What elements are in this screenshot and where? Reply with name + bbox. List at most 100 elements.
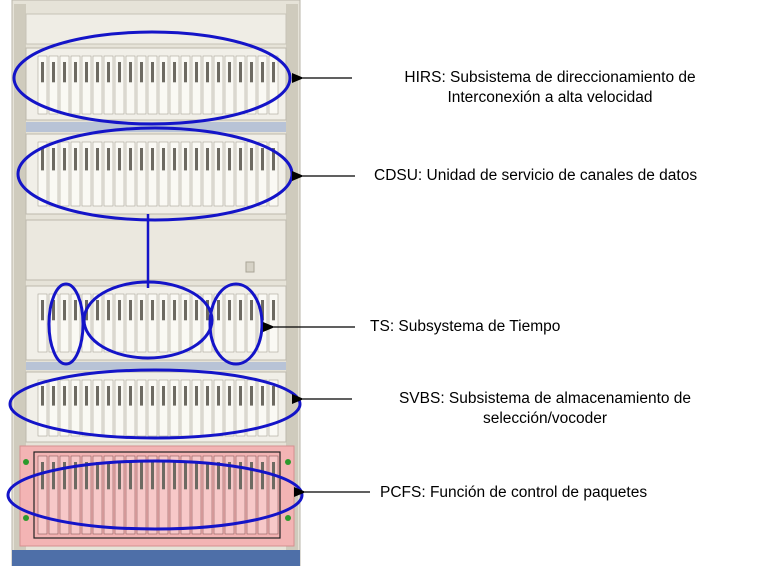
card-slot — [147, 379, 158, 437]
card-slot — [81, 379, 92, 437]
card-marking — [74, 62, 77, 83]
card-slot — [103, 55, 114, 115]
card-marking — [162, 386, 165, 406]
card-marking — [261, 462, 264, 490]
card-marking — [85, 148, 88, 171]
card-slot — [235, 379, 246, 437]
card-slot — [125, 141, 136, 207]
hirs-text-line2: Interconexión a alta velocidad — [447, 89, 653, 106]
card-slot — [158, 455, 169, 535]
card-marking — [41, 462, 44, 490]
card-marking — [118, 386, 121, 406]
card-slot — [202, 55, 213, 115]
card-marking — [96, 148, 99, 171]
card-slot — [213, 141, 224, 207]
card-marking — [206, 462, 209, 490]
card-marking — [184, 386, 187, 406]
card-marking — [129, 148, 132, 171]
card-marking — [239, 148, 242, 171]
card-slot — [180, 141, 191, 207]
card-marking — [228, 300, 231, 321]
card-marking — [195, 462, 198, 490]
card-marking — [151, 62, 154, 83]
card-marking — [217, 148, 220, 171]
card-marking — [118, 62, 121, 83]
card-marking — [261, 300, 264, 321]
card-slot — [235, 141, 246, 207]
card-slot — [48, 455, 59, 535]
card-slot — [158, 379, 169, 437]
ts-highlight-right — [208, 282, 264, 366]
card-marking — [261, 62, 264, 83]
pcfs-abbr: PCFS — [380, 484, 422, 501]
card-slot — [213, 455, 224, 535]
card-marking — [162, 148, 165, 171]
card-slot — [147, 293, 158, 353]
card-slot — [92, 293, 103, 353]
card-slot — [92, 141, 103, 207]
card-slot — [268, 455, 279, 535]
card-marking — [162, 62, 165, 83]
hirs-shelf — [25, 13, 287, 121]
card-slot — [37, 293, 48, 353]
middle-panel — [25, 219, 287, 281]
card-marking — [195, 62, 198, 83]
card-slot — [158, 141, 169, 207]
card-slot — [169, 455, 180, 535]
card-slot — [114, 455, 125, 535]
cdsu-abbr: CDSU — [374, 167, 418, 184]
card-marking — [41, 300, 44, 321]
card-marking — [96, 300, 99, 321]
card-slot — [136, 141, 147, 207]
card-slot — [224, 379, 235, 437]
card-slot — [158, 55, 169, 115]
card-marking — [74, 462, 77, 490]
card-slot — [257, 141, 268, 207]
ts-highlight-center — [82, 280, 214, 360]
hirs-highlight — [12, 30, 292, 126]
card-marking — [184, 300, 187, 321]
card-slot — [125, 455, 136, 535]
card-slot — [125, 379, 136, 437]
card-slot — [125, 293, 136, 353]
card-slot — [70, 379, 81, 437]
ts-shelf — [25, 285, 287, 361]
card-marking — [140, 148, 143, 171]
card-slot — [158, 293, 169, 353]
card-slot — [70, 141, 81, 207]
card-slot — [92, 455, 103, 535]
card-marking — [151, 462, 154, 490]
card-marking — [173, 62, 176, 83]
card-slot — [268, 379, 279, 437]
card-marking — [63, 386, 66, 406]
card-marking — [206, 300, 209, 321]
card-slot — [147, 455, 158, 535]
card-marking — [107, 300, 110, 321]
card-marking — [118, 148, 121, 171]
card-marking — [272, 62, 275, 83]
card-slot — [246, 455, 257, 535]
card-marking — [239, 62, 242, 83]
card-marking — [217, 462, 220, 490]
card-marking — [129, 462, 132, 490]
card-slot — [136, 55, 147, 115]
card-marking — [173, 148, 176, 171]
card-slot — [136, 455, 147, 535]
ts-label: TS: Subsystema de Tiempo — [370, 317, 670, 337]
card-slot — [180, 455, 191, 535]
card-marking — [151, 386, 154, 406]
hirs-abbr: HIRS — [404, 69, 442, 86]
card-slot — [246, 55, 257, 115]
svbs-label: SVBS: Subsistema de almacenamiento de se… — [355, 389, 735, 429]
card-slot — [224, 141, 235, 207]
pcfs-label: PCFS: Función de control de paquetes — [380, 483, 720, 503]
card-marking — [217, 300, 220, 321]
card-slot — [169, 293, 180, 353]
card-marking — [74, 386, 77, 406]
ts-text: : Subsystema de Tiempo — [389, 318, 561, 335]
card-marking — [184, 148, 187, 171]
card-marking — [173, 462, 176, 490]
card-marking — [173, 386, 176, 406]
card-marking — [184, 462, 187, 490]
